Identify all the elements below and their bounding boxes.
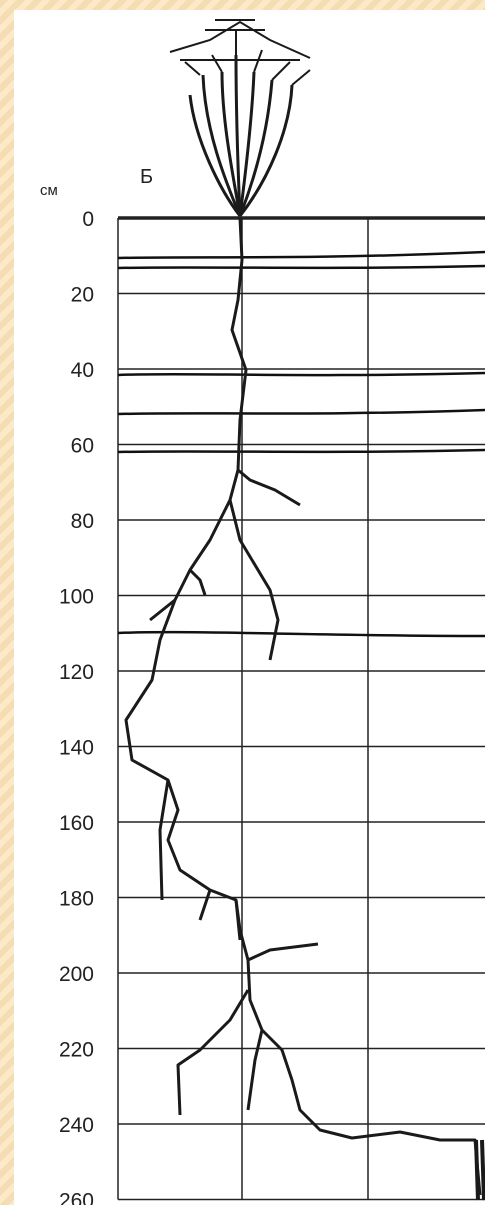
horizon-line	[117, 264, 485, 270]
horizon-line	[117, 448, 485, 454]
decorative-frame-left	[0, 0, 14, 1205]
depth-tick-label: 160	[59, 812, 94, 835]
depth-tick-labels: 0 20 40 60 80 100 120 140 160 180 200 220 240 260	[59, 208, 94, 1205]
depth-tick-label: 260	[59, 1190, 94, 1205]
depth-tick-label: 120	[59, 661, 94, 684]
decorative-frame-top	[0, 0, 485, 10]
depth-tick-label: 80	[71, 510, 94, 533]
panel-label: Б	[140, 166, 153, 188]
root-system-drawing	[124, 217, 482, 1196]
depth-tick-label: 180	[59, 888, 94, 911]
depth-tick-label: 0	[82, 208, 94, 231]
horizon-line	[117, 630, 485, 638]
bottom-root-mass	[474, 1139, 485, 1201]
plant-shoot-drawing	[169, 19, 311, 217]
depth-tick-label: 220	[59, 1039, 94, 1062]
depth-grid	[117, 216, 485, 1201]
depth-tick-label: 200	[59, 963, 94, 986]
depth-tick-label: 40	[71, 359, 94, 382]
horizon-line	[117, 250, 485, 260]
depth-tick-label: 140	[59, 737, 94, 760]
depth-tick-label: 20	[71, 284, 94, 307]
soil-horizon-lines	[117, 250, 485, 638]
unit-label: см	[40, 182, 58, 199]
depth-tick-label: 60	[71, 435, 94, 458]
horizon-line	[117, 408, 485, 416]
depth-tick-label: 100	[59, 586, 94, 609]
horizon-line	[117, 371, 485, 377]
depth-tick-label: 240	[59, 1114, 94, 1137]
